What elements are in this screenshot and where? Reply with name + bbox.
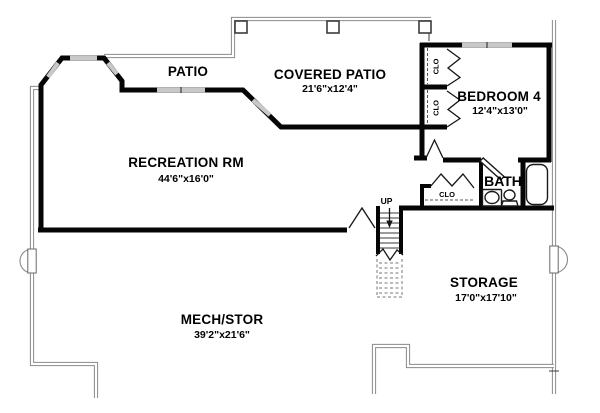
covered-patio-label: COVERED PATIO bbox=[274, 67, 386, 82]
patio-label: PATIO bbox=[168, 64, 208, 79]
sink-basin-icon bbox=[484, 190, 500, 205]
room-labels: PATIO COVERED PATIO 21'6"x12'4" BEDROOM … bbox=[128, 58, 541, 341]
mech-dims: 39'2"x21'6" bbox=[194, 329, 250, 341]
storage-exterior-door bbox=[549, 245, 569, 274]
patio-post-icon bbox=[234, 20, 248, 34]
bath-door bbox=[478, 157, 506, 181]
up-arrow-head-icon bbox=[386, 220, 393, 228]
bedroom-dims: 12'4"x13'0" bbox=[472, 105, 528, 117]
bay-window-left bbox=[46, 61, 60, 79]
bedroom-door bbox=[425, 138, 444, 159]
mech-label: MECH/STOR bbox=[181, 312, 264, 327]
stair-treads-hidden bbox=[376, 259, 403, 298]
bathtub-icon bbox=[525, 163, 549, 206]
hall-closet-bifold-door bbox=[429, 172, 475, 189]
bedroom-closet-top-bifold-door bbox=[446, 48, 462, 87]
interior-doors bbox=[348, 48, 506, 229]
recreation-diagonal-window bbox=[251, 98, 272, 117]
toilet-base-icon bbox=[500, 200, 519, 207]
storage-dims: 17'0"x17'10" bbox=[455, 292, 517, 304]
bedroom-closet-bottom-bifold-door bbox=[446, 90, 462, 128]
hall-closet-label: CLO bbox=[439, 190, 455, 199]
recreation-label: RECREATION RM bbox=[128, 155, 244, 170]
exterior-doors bbox=[19, 245, 569, 274]
recreation-dims: 44'6"x16'0" bbox=[158, 173, 214, 185]
windows bbox=[46, 42, 512, 117]
patio-post-icon bbox=[418, 20, 432, 34]
bay-window-right bbox=[106, 61, 119, 76]
mech-exterior-door bbox=[19, 248, 37, 274]
covered-patio-dims: 21'6"x12'4" bbox=[302, 83, 358, 95]
storage-label: STORAGE bbox=[450, 275, 518, 290]
patio-posts bbox=[234, 20, 432, 34]
bedroom-closet-bottom-label: CLO bbox=[432, 100, 441, 116]
hall-closet-left-wall bbox=[420, 184, 431, 208]
foundation-walls bbox=[29, 16, 559, 398]
patio-post-icon bbox=[326, 20, 340, 34]
bedroom-closet-top-label: CLO bbox=[432, 58, 441, 74]
stairs bbox=[375, 208, 404, 298]
stair-break-line bbox=[375, 247, 404, 262]
toilet-bowl-icon bbox=[503, 189, 516, 201]
bath-label: BATH bbox=[484, 173, 522, 189]
recreation-to-mech-door bbox=[348, 206, 376, 229]
bedroom-label: BEDROOM 4 bbox=[457, 89, 541, 104]
up-label: UP bbox=[381, 196, 393, 206]
bath-fixtures bbox=[481, 163, 549, 207]
